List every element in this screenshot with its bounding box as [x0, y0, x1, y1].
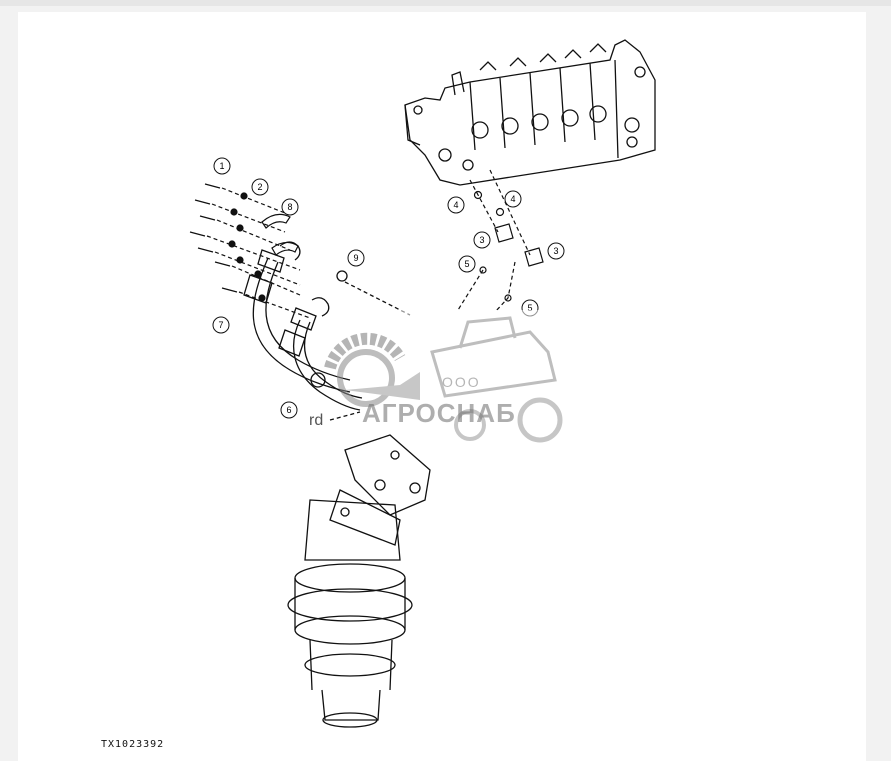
watermark: ООО АГРОСНАБ [322, 318, 572, 448]
svg-text:4: 4 [510, 194, 515, 204]
callout-6: 6 [280, 401, 298, 419]
top-bar [0, 0, 891, 6]
callout-9: 9 [347, 249, 365, 267]
callout-3a: 3 [473, 231, 491, 249]
svg-text:7: 7 [218, 320, 223, 330]
callout-7: 7 [212, 316, 230, 334]
bolts-and-washers [189, 183, 311, 319]
watermark-prefix: ООО [442, 374, 481, 390]
callout-4b: 4 [504, 190, 522, 208]
swing-motor [287, 411, 431, 728]
hydraulic-hoses [243, 241, 411, 411]
svg-text:3: 3 [479, 235, 484, 245]
svg-text:3: 3 [553, 246, 558, 256]
svg-text:1: 1 [219, 161, 224, 171]
control-valve-assembly [404, 39, 656, 186]
figure-code: TX1023392 [101, 739, 165, 750]
svg-text:6: 6 [286, 405, 291, 415]
callout-1: 1 [213, 157, 231, 175]
svg-text:9: 9 [353, 253, 358, 263]
svg-text:8: 8 [287, 202, 292, 212]
valve-fittings [457, 169, 544, 313]
callout-3b: 3 [547, 242, 565, 260]
watermark-logo-graphic [324, 310, 563, 443]
svg-text:5: 5 [464, 259, 469, 269]
svg-text:2: 2 [257, 182, 262, 192]
callout-2: 2 [251, 178, 269, 196]
svg-text:5: 5 [527, 303, 532, 313]
callout-4a: 4 [447, 196, 465, 214]
callout-5a: 5 [458, 255, 476, 273]
callout-8: 8 [281, 198, 299, 216]
svg-text:4: 4 [453, 200, 458, 210]
text-fragment: rd [309, 412, 324, 429]
watermark-name: АГРОСНАБ [362, 398, 516, 428]
